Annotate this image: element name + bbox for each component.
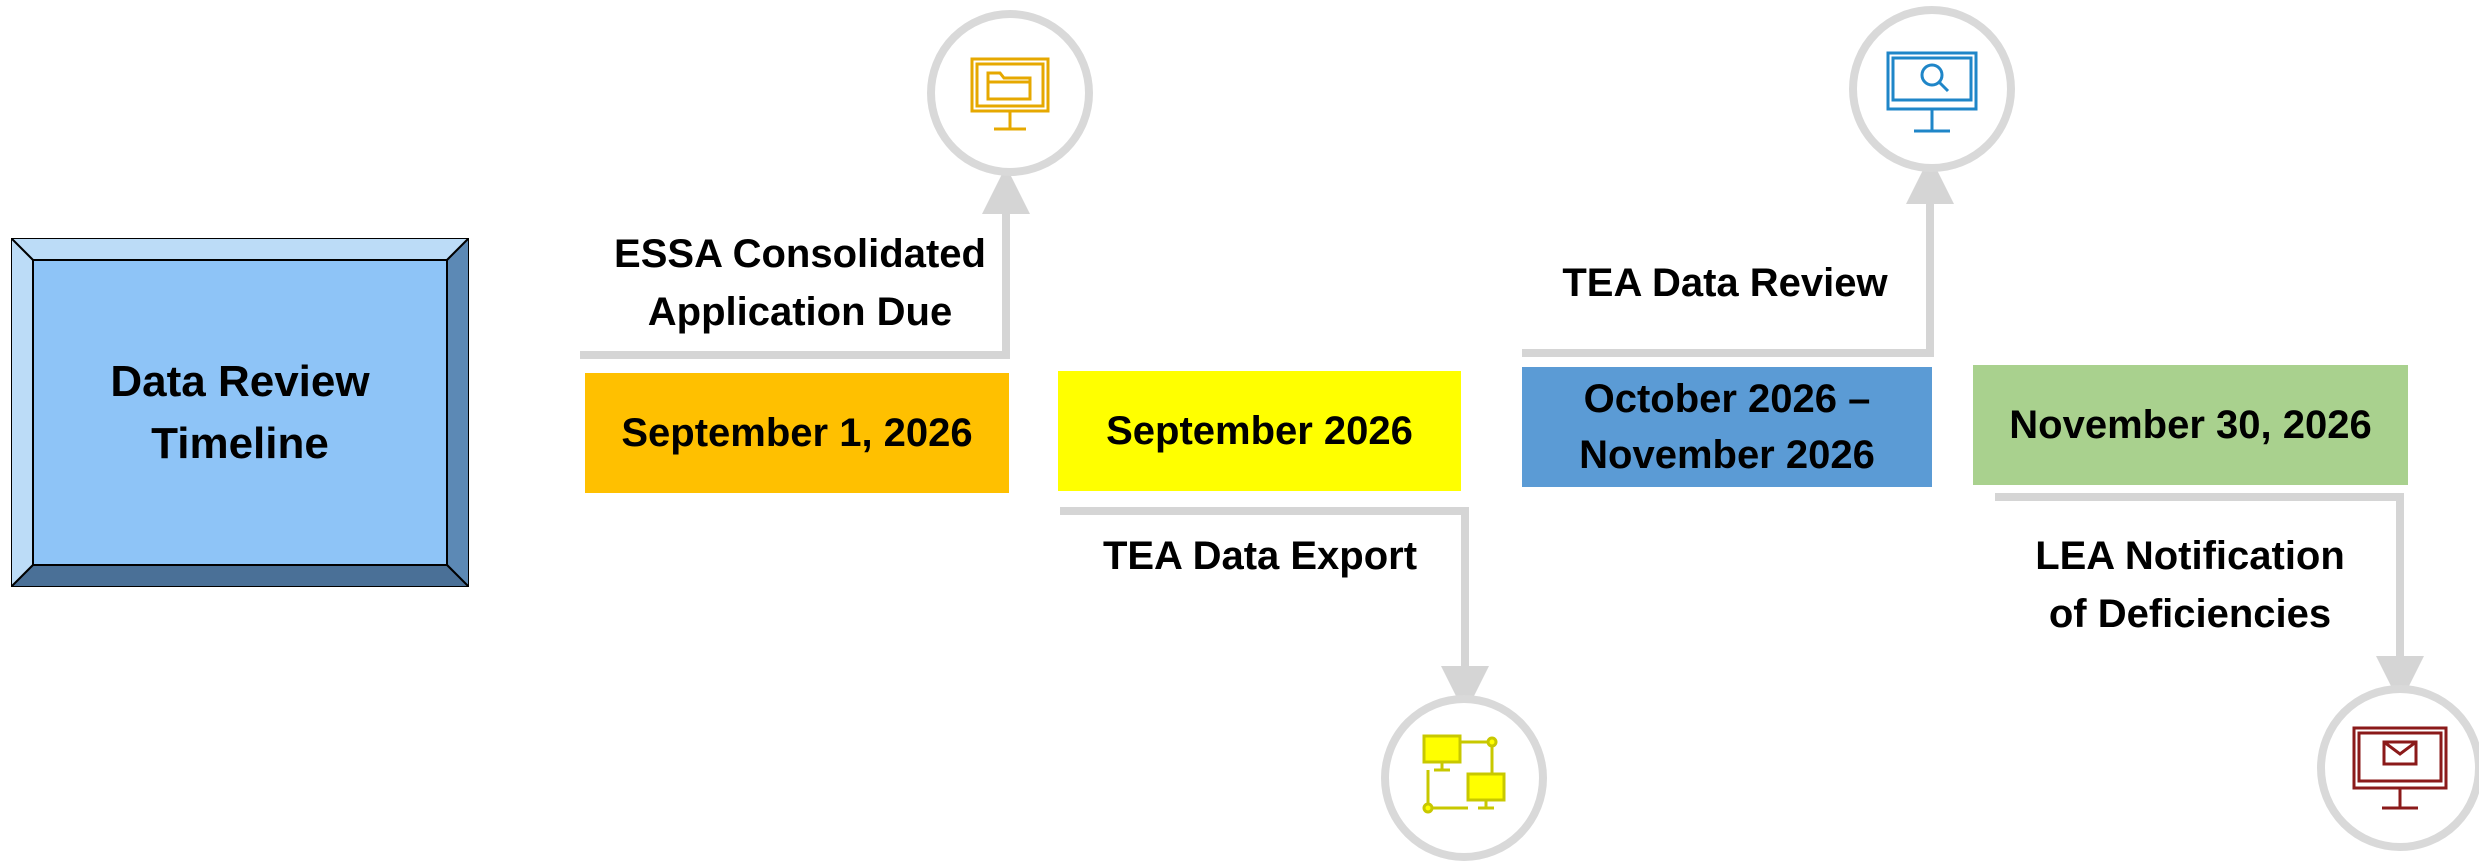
event-label-4: LEA Notification of Deficiencies (2035, 534, 2345, 636)
connector-arrow-2 (1060, 507, 1489, 714)
folder-monitor-icon (926, 9, 1094, 182)
date-box-3: October 2026 – November 2026 (1522, 367, 1932, 487)
date-box-2: September 2026 (1058, 371, 1461, 491)
date-box-1: September 1, 2026 (585, 373, 1009, 493)
date-box-4: November 30, 2026 (1973, 365, 2408, 485)
icon-circle-1 (927, 10, 1093, 176)
frame-bevel (11, 238, 469, 587)
connector-arrow-1 (580, 166, 1030, 359)
mail-monitor-icon (2316, 684, 2479, 857)
network-monitors-icon (1380, 694, 1548, 867)
event-label-2: TEA Data Export (1102, 534, 1418, 578)
connector-arrow-3 (1522, 156, 1954, 357)
connector-arrow-4 (1995, 493, 2424, 704)
search-monitor-icon (1848, 5, 2016, 178)
icon-circle-2 (1381, 695, 1547, 861)
icon-circle-3 (1849, 6, 2015, 172)
icon-circle-4 (2317, 685, 2479, 851)
event-label-1: ESSA Consolidated Application Due (614, 232, 986, 334)
event-label-3: TEA Data Review (1562, 261, 1888, 305)
title-frame: Data Review Timeline (11, 238, 469, 587)
timeline-title: Data Review Timeline (110, 356, 370, 468)
